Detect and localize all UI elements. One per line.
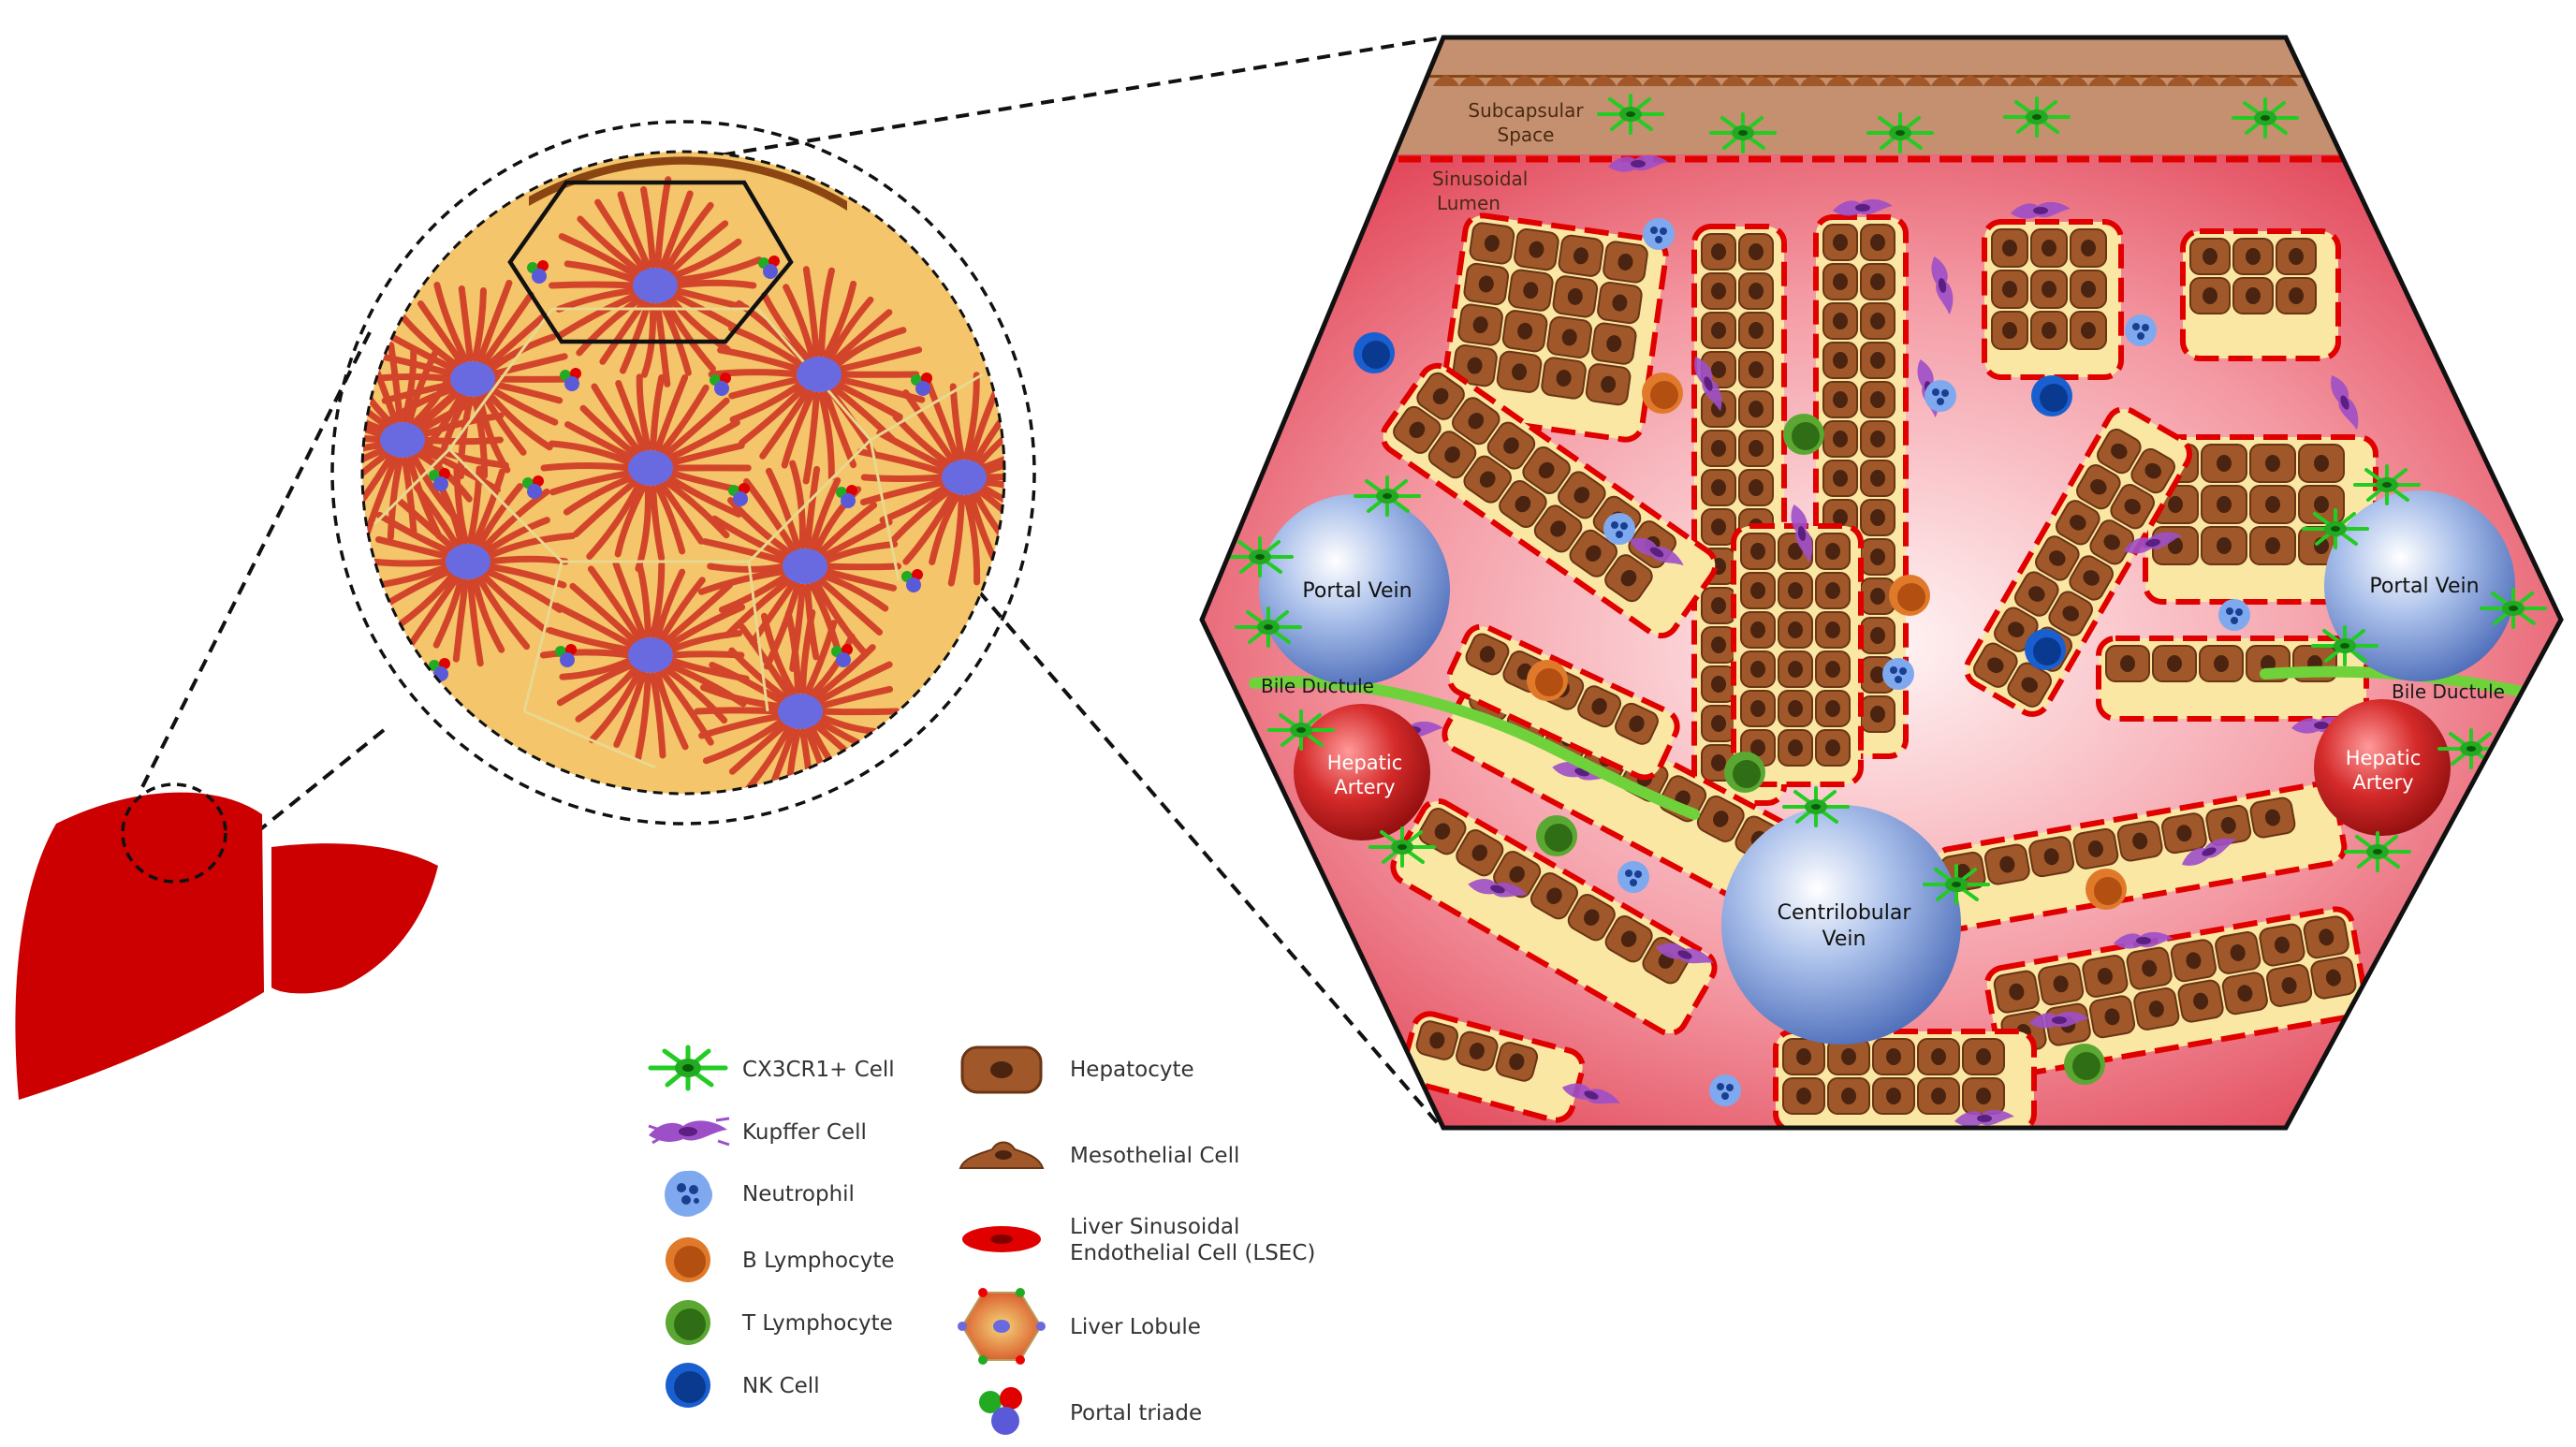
legend-hepatocyte-icon	[960, 1045, 1043, 1094]
portal-vein-left-label: Portal Vein	[1302, 579, 1412, 603]
legend-b-lymphocyte-label: B Lymphocyte	[742, 1249, 894, 1273]
legend-nk-cell-icon	[666, 1363, 710, 1408]
portal-vein-right-label: Portal Vein	[2369, 575, 2479, 598]
legend-lobule-label: Liver Lobule	[1070, 1315, 1201, 1339]
legend-portal-triade-label: Portal triade	[1070, 1401, 1202, 1425]
legend: CX3CR1+ Cell Kupffer Cell Neutrophil B L…	[648, 1045, 1315, 1435]
selection-hexagon	[507, 180, 794, 344]
centrilobular-vein	[1721, 805, 1961, 1045]
bile-ductule-left	[1249, 676, 1700, 820]
legend-neutrophil-label: Neutrophil	[742, 1182, 855, 1206]
legend-lobule-icon	[958, 1288, 1046, 1365]
legend-lsec-icon	[962, 1226, 1041, 1252]
legend-cx3cr1-icon	[648, 1045, 728, 1091]
liver-zoom-circle	[121, 782, 227, 884]
legend-t-lymphocyte-label: T Lymphocyte	[741, 1311, 893, 1336]
legend-kupffer-icon	[648, 1117, 730, 1147]
legend-nk-cell-label: NK Cell	[742, 1374, 820, 1398]
legend-mesothelial-label: Mesothelial Cell	[1070, 1144, 1239, 1168]
legend-kupffer-label: Kupffer Cell	[742, 1120, 867, 1145]
legend-neutrophil-icon	[665, 1170, 713, 1217]
hepatic-artery-left	[1294, 704, 1430, 840]
hepatic-artery-right	[2314, 699, 2451, 836]
legend-portal-triade-icon	[979, 1387, 1022, 1435]
legend-t-lymphocyte-icon	[666, 1300, 710, 1345]
legend-hepatocyte-label: Hepatocyte	[1070, 1058, 1194, 1082]
magnified-lobule-view	[330, 120, 1036, 826]
bile-ductule-right-label: Bile Ductule	[2392, 680, 2505, 703]
legend-mesothelial-icon	[959, 1141, 1045, 1169]
bile-ductule-left-label: Bile Ductule	[1261, 675, 1374, 697]
legend-cx3cr1-label: CX3CR1+ Cell	[742, 1058, 895, 1082]
liver-organ	[15, 782, 438, 1100]
portal-vein-left	[1259, 494, 1450, 685]
legend-b-lymphocyte-icon	[666, 1237, 710, 1282]
portal-vein-right	[2324, 490, 2515, 681]
